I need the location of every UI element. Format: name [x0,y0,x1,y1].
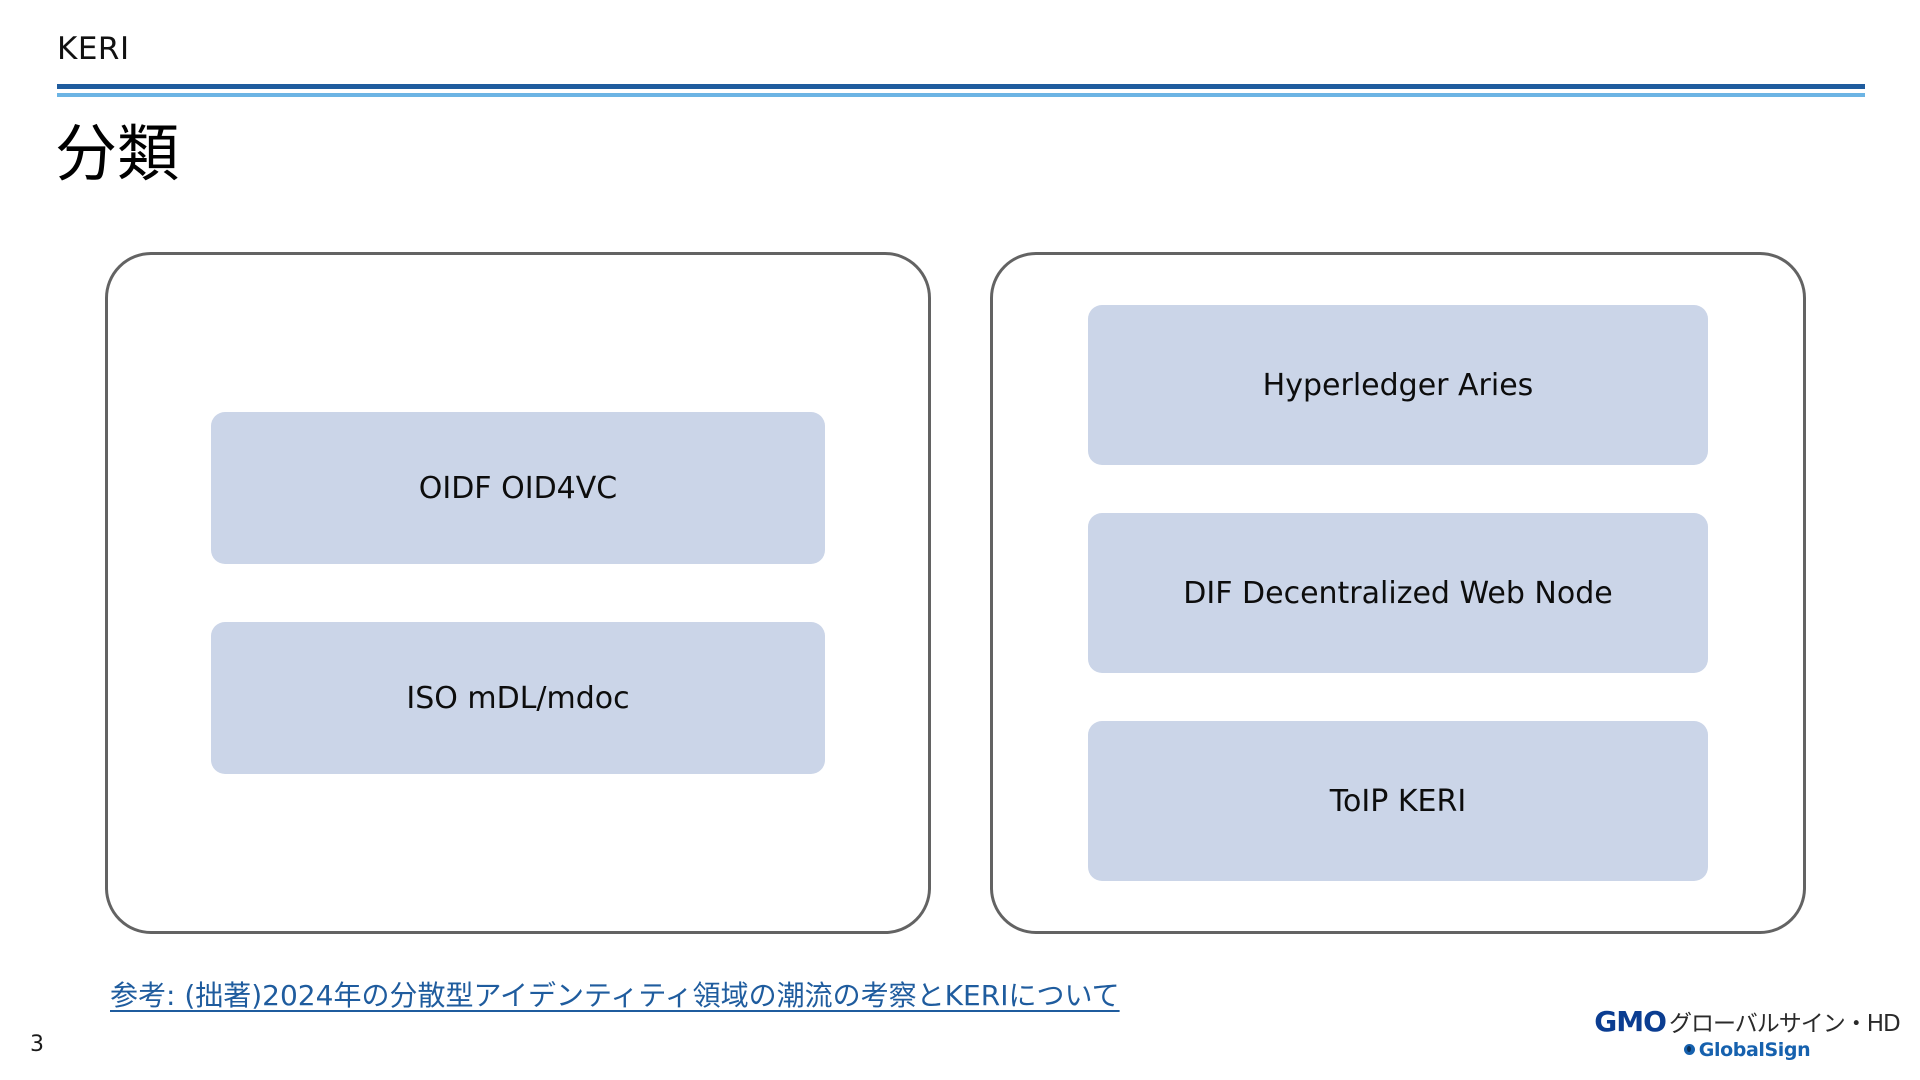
logo-sub-text: GlobalSign [1698,1038,1811,1061]
logo-secondary-row: GlobalSign [1683,1038,1811,1061]
page-number: 3 [30,1032,44,1057]
list-item[interactable]: Hyperledger Aries [1088,305,1708,465]
group-container-right: Hyperledger Aries DIF Decentralized Web … [990,252,1806,934]
group-right-items: Hyperledger Aries DIF Decentralized Web … [993,305,1803,881]
globalsign-mark-icon [1683,1044,1695,1055]
list-item[interactable]: ToIP KERI [1088,721,1708,881]
list-item[interactable]: OIDF OID4VC [211,412,825,564]
page-title: 分類 [55,117,180,190]
group-container-left: OIDF OID4VC ISO mDL/mdoc [105,252,931,934]
group-left-items: OIDF OID4VC ISO mDL/mdoc [108,412,928,774]
divider-line-primary [57,84,1865,89]
list-item[interactable]: ISO mDL/mdoc [211,622,825,774]
divider-line-secondary [57,93,1865,97]
list-item[interactable]: DIF Decentralized Web Node [1088,513,1708,673]
company-logo: GMO グローバルサイン・HD GlobalSign [1594,1004,1900,1061]
reference-link[interactable]: 参考: (拙著)2024年の分散型アイデンティティ領域の潮流の考察とKERIにつ… [110,979,1120,1012]
section-label: KERI [57,31,130,67]
header-divider [57,84,1865,98]
logo-brand-jp-text: グローバルサイン・HD [1668,1010,1901,1037]
logo-brand-text: GMO [1594,1004,1667,1038]
logo-primary-row: GMO グローバルサイン・HD [1594,1004,1901,1038]
